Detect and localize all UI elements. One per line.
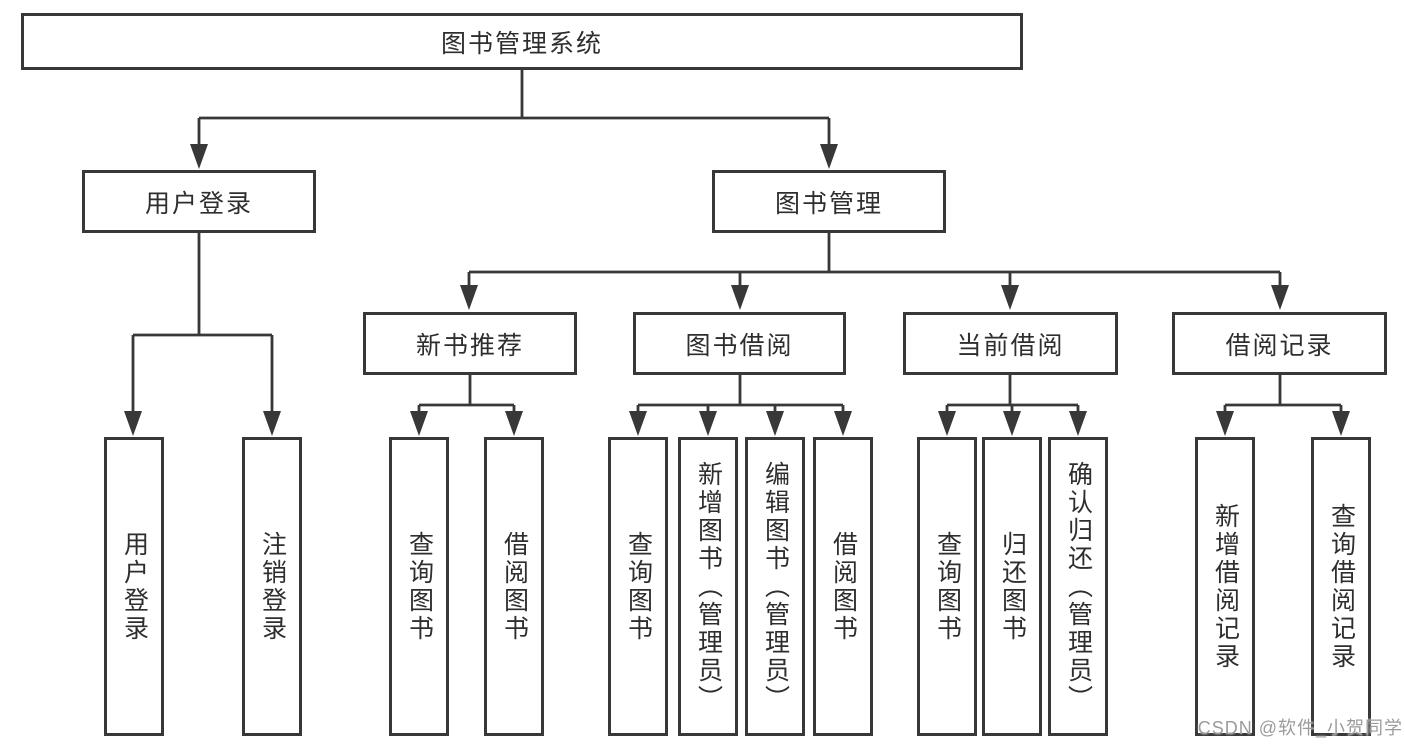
arrowhead <box>460 285 478 310</box>
arrowhead <box>766 411 784 436</box>
leaf-query-borrow-record: 查询借阅记录 <box>1311 437 1371 736</box>
arrowhead <box>1332 411 1350 436</box>
arrowhead <box>1001 285 1019 310</box>
node-current-borrow: 当前借阅 <box>903 312 1118 375</box>
leaf-add-borrow-record: 新增借阅记录 <box>1195 437 1255 736</box>
node-book-management: 图书管理 <box>712 170 946 233</box>
connector-borrow-records-children <box>1216 375 1350 436</box>
connector-root-to-level2 <box>190 70 838 169</box>
arrowhead <box>834 411 852 436</box>
arrowhead <box>1069 411 1087 436</box>
arrowhead <box>1003 411 1021 436</box>
arrowhead <box>820 144 838 169</box>
node-new-book-recommend: 新书推荐 <box>363 312 577 375</box>
leaf-user-login: 用户登录 <box>104 437 164 736</box>
leaf-logout-login: 注销登录 <box>242 437 302 736</box>
node-book-borrow: 图书借阅 <box>633 312 846 375</box>
arrowhead <box>1271 285 1289 310</box>
arrowhead <box>190 144 208 169</box>
leaf-return-book: 归还图书 <box>982 437 1042 736</box>
arrowhead <box>410 411 428 436</box>
node-root-system: 图书管理系统 <box>21 13 1023 70</box>
connector-user-login-children <box>124 233 281 436</box>
leaf-borrow-books-recommend: 借阅图书 <box>484 437 544 736</box>
leaf-edit-book-admin: 编辑图书（管理员） <box>745 437 805 736</box>
arrowhead <box>505 411 523 436</box>
leaf-add-book-admin: 新增图书（管理员） <box>678 437 738 736</box>
arrowhead <box>629 411 647 436</box>
leaf-query-books-current: 查询图书 <box>917 437 977 736</box>
watermark: CSDN @软件_小贺同学 <box>1197 718 1403 738</box>
leaf-query-books-recommend: 查询图书 <box>389 437 449 736</box>
connector-current-borrow-children <box>938 375 1087 436</box>
arrowhead <box>731 285 749 310</box>
node-user-login: 用户登录 <box>82 170 316 233</box>
leaf-confirm-return-admin: 确认归还（管理员） <box>1048 437 1108 736</box>
arrowhead <box>124 411 142 436</box>
connector-book-borrow-children <box>629 375 852 436</box>
leaf-query-books-borrow: 查询图书 <box>608 437 668 736</box>
leaf-borrow-books: 借阅图书 <box>813 437 873 736</box>
arrowhead <box>1216 411 1234 436</box>
connector-book-management-to-level3 <box>460 233 1289 310</box>
arrowhead <box>938 411 956 436</box>
arrowhead <box>263 411 281 436</box>
arrowhead <box>699 411 717 436</box>
connector-new-book-recommend-children <box>410 375 523 436</box>
node-borrow-records: 借阅记录 <box>1172 312 1387 375</box>
